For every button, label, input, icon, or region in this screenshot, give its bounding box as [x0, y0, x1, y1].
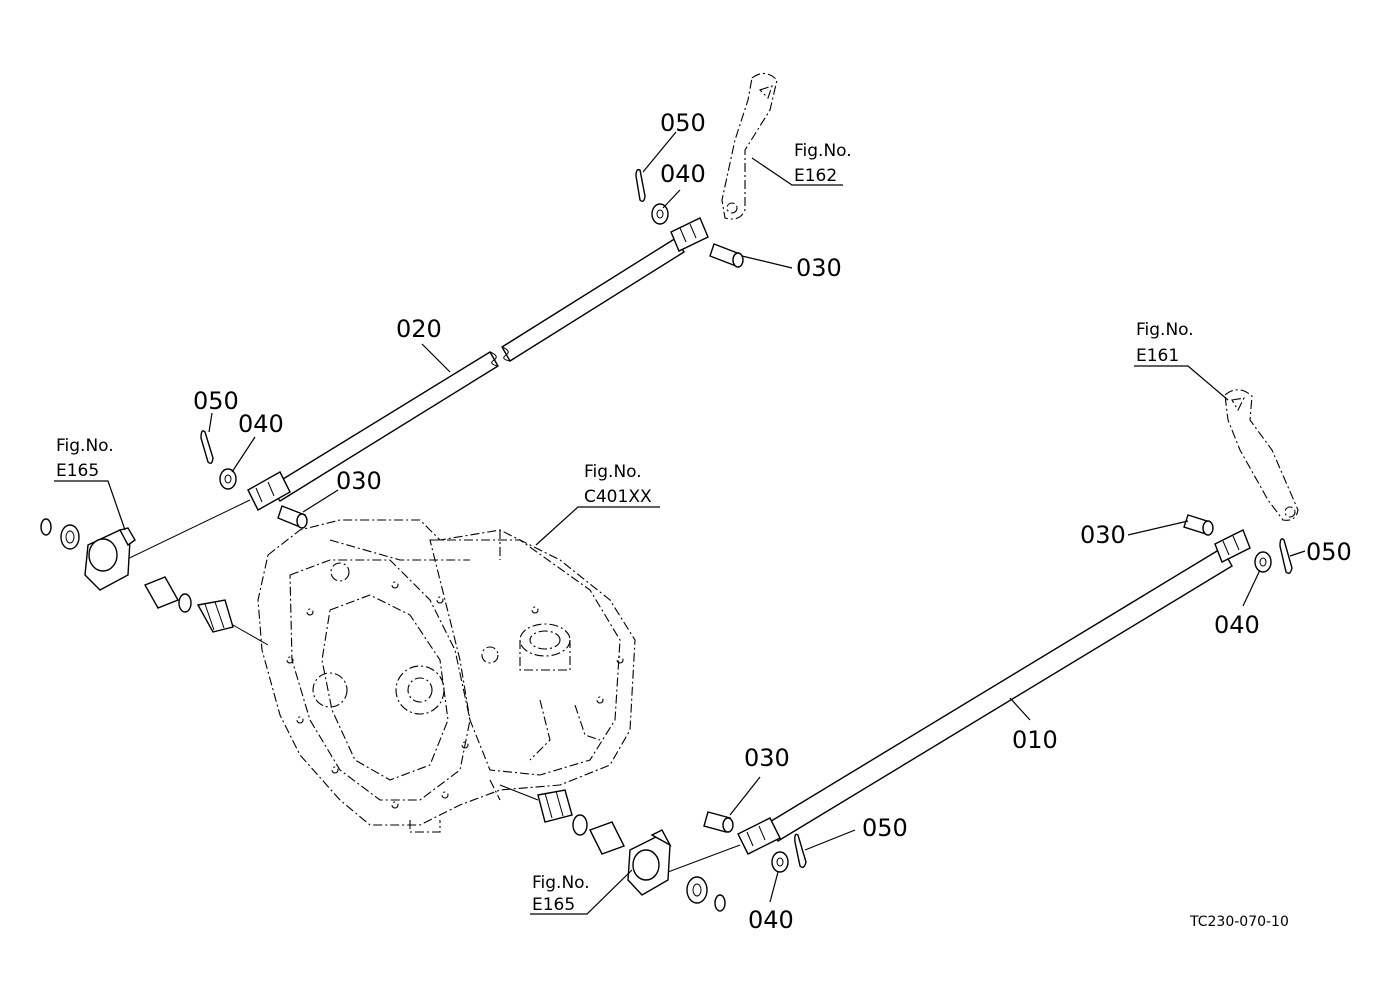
- figref-e165-left: E165: [56, 461, 99, 481]
- figref-c401xx: C401XX: [584, 487, 652, 507]
- clevis-010-left: [737, 817, 781, 855]
- cotter-pin-050-left: [200, 430, 214, 465]
- washer-040-top: [651, 203, 669, 225]
- label-050-right: 050: [1306, 538, 1352, 566]
- label-030-bottom: 030: [744, 744, 790, 772]
- label-040-right: 040: [1214, 611, 1260, 639]
- rod-010: [767, 547, 1233, 842]
- label-030-left: 030: [336, 467, 382, 495]
- figref-label-e165-bottom: Fig.No.: [532, 873, 590, 893]
- cotter-pin-050-right: [1279, 538, 1293, 575]
- clevis-020-right: [670, 217, 709, 252]
- pin-030-left: [277, 505, 308, 529]
- left-shaft-assembly: [40, 499, 269, 646]
- washer-040-bottom: [771, 851, 789, 873]
- arm-e161: [1224, 389, 1299, 521]
- clevis-010-right: [1214, 529, 1251, 563]
- label-050-left: 050: [193, 387, 239, 415]
- clevis-020-left: [247, 471, 291, 511]
- label-030-top: 030: [796, 254, 842, 282]
- label-040-top: 040: [660, 160, 706, 188]
- washer-040-right: [1254, 551, 1272, 573]
- figref-label-c401xx: Fig.No.: [584, 462, 642, 482]
- arm-e162: [721, 72, 778, 220]
- figref-e165-bottom: E165: [532, 895, 575, 915]
- figref-label-e165-left: Fig.No.: [56, 436, 114, 456]
- label-040-bottom: 040: [748, 906, 794, 934]
- washer-040-left: [219, 468, 237, 490]
- label-020: 020: [396, 315, 442, 343]
- pin-030-right: [1183, 514, 1214, 536]
- cotter-pin-050-bottom: [794, 833, 807, 869]
- transmission-housing: [257, 519, 636, 833]
- label-050-bottom: 050: [862, 814, 908, 842]
- bottom-shaft-assembly: [499, 784, 741, 912]
- pin-030-top: [709, 243, 744, 268]
- leader-lines: [54, 131, 1306, 915]
- label-040-left: 040: [238, 410, 284, 438]
- label-010: 010: [1012, 726, 1058, 754]
- label-030-right: 030: [1080, 521, 1126, 549]
- drawing-code: TC230-070-10: [1189, 914, 1289, 930]
- label-050-top: 050: [660, 109, 706, 137]
- figref-label-e161: Fig.No.: [1136, 320, 1194, 340]
- figref-e161: E161: [1136, 346, 1179, 366]
- cotter-pin-050-top: [635, 168, 646, 203]
- figref-label-e162: Fig.No.: [794, 141, 852, 161]
- pin-030-bottom: [703, 811, 734, 833]
- figref-e162: E162: [794, 166, 837, 186]
